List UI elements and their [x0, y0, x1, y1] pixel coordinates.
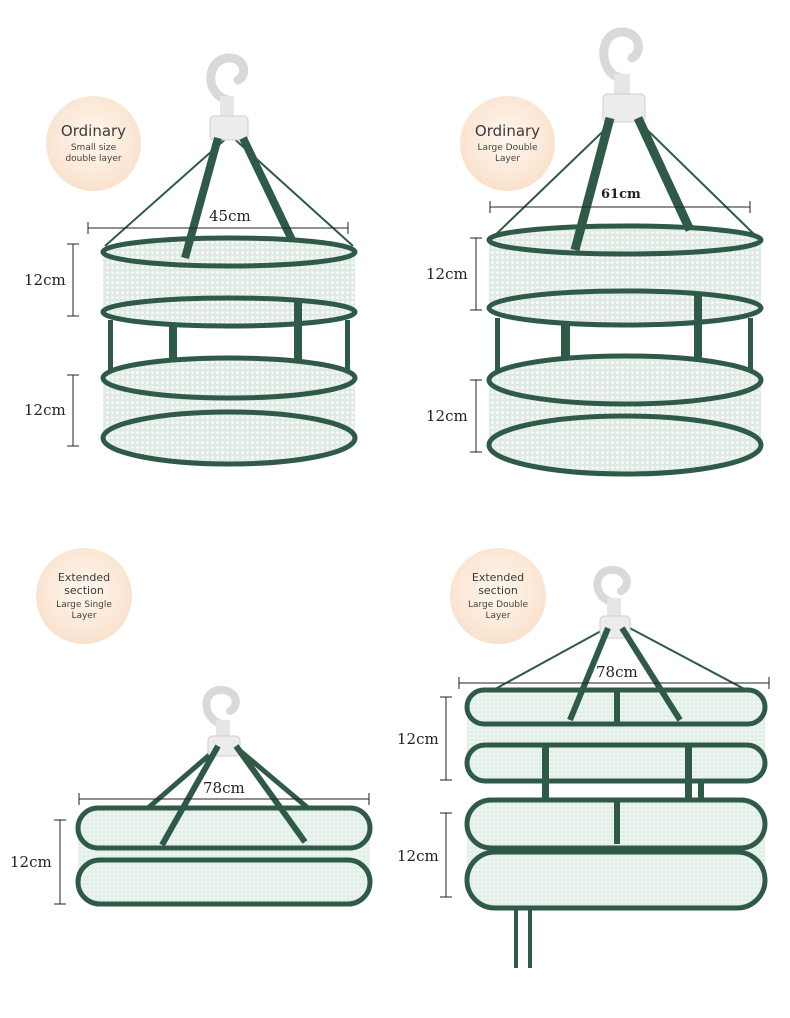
width-label: 61cm [601, 187, 641, 202]
badge-title: Ordinary [474, 122, 541, 140]
badge-ordinary-large: Ordinary Large Double Layer [460, 96, 555, 191]
badge-subtitle: Large Single Layer [56, 599, 112, 621]
height-label: 12cm [24, 271, 66, 289]
badge-subtitle: Large Double Layer [467, 599, 529, 621]
width-label: 78cm [203, 779, 245, 797]
height-label: 12cm [426, 265, 468, 283]
dryer-extended-single [54, 685, 373, 907]
width-label: 78cm [596, 663, 638, 681]
height-label: 12cm [397, 847, 439, 865]
badge-extended-double: Extended section Large Double Layer [450, 548, 546, 644]
hook-icon [206, 53, 249, 141]
width-label: 45cm [209, 207, 251, 225]
dryer-small-double [67, 53, 358, 467]
height-label: 12cm [426, 407, 468, 425]
hook-icon [202, 685, 241, 757]
height-label: 12cm [24, 401, 66, 419]
badge-subtitle: Small size double layer [65, 143, 122, 164]
badge-subtitle: Large Double Layer [477, 143, 538, 164]
dryer-large-double [470, 27, 764, 477]
badge-extended-single: Extended section Large Single Layer [36, 548, 132, 644]
badge-title: Extended section [57, 570, 111, 597]
hook-icon [599, 27, 646, 123]
height-label: 12cm [10, 853, 52, 871]
badge-title: Extended section [471, 570, 525, 597]
dryer-extended-double [440, 565, 770, 968]
badge-ordinary-small: Ordinary Small size double layer [46, 96, 141, 191]
badge-title: Ordinary [60, 122, 127, 140]
height-label: 12cm [397, 730, 439, 748]
